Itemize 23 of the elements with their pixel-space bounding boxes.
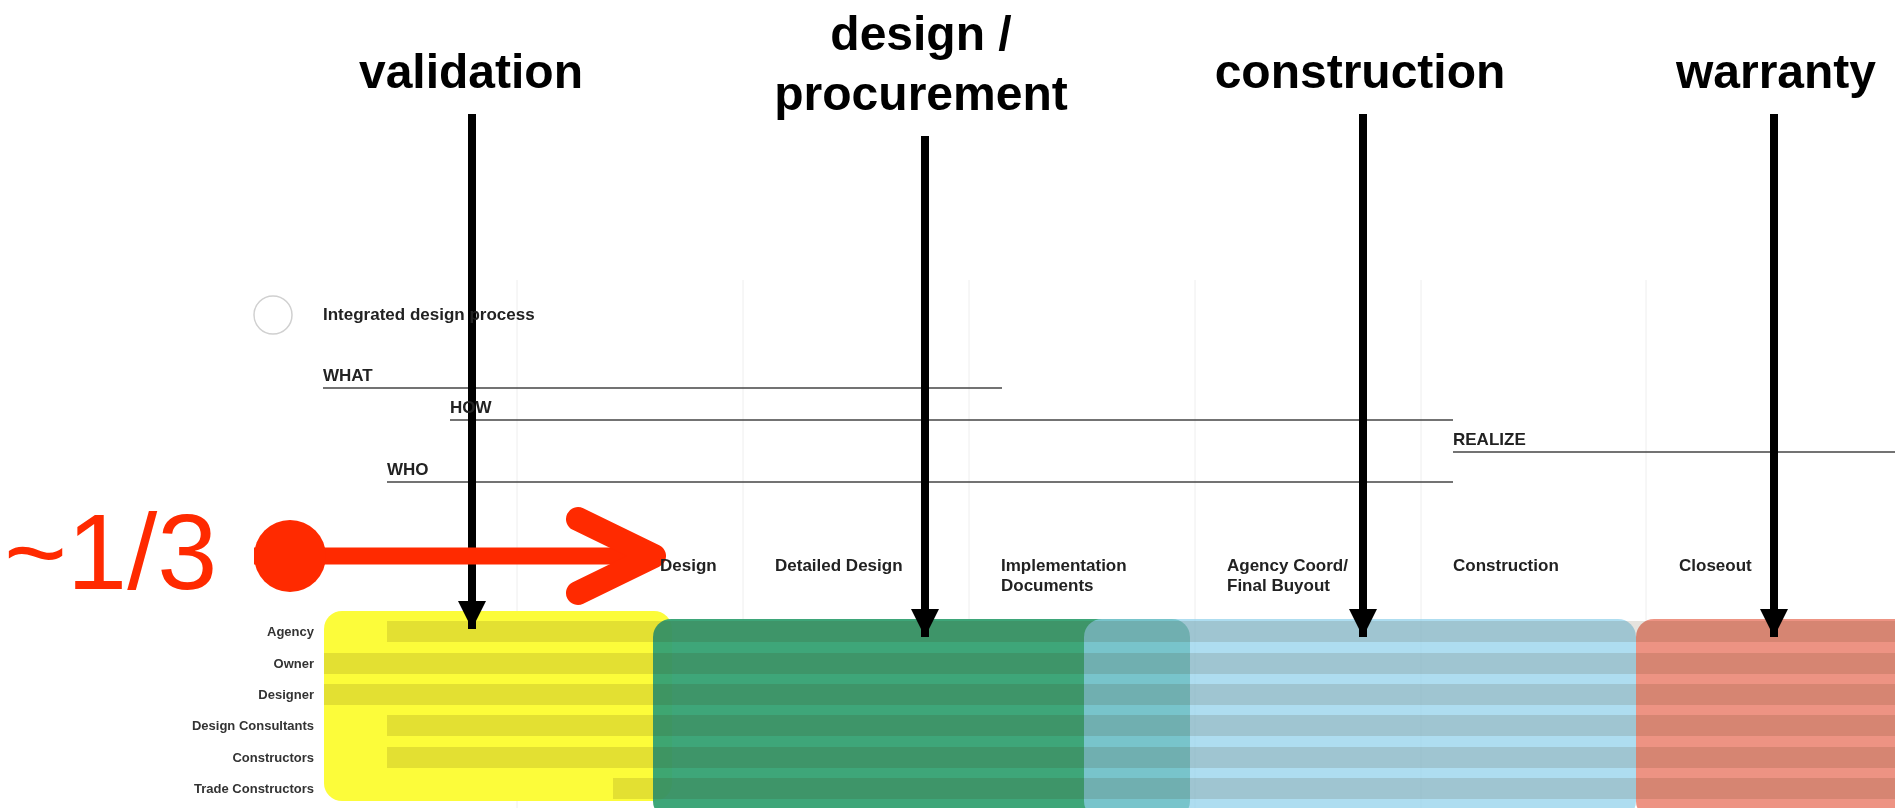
column-header: Design (660, 556, 722, 577)
row-label: Owner (272, 656, 314, 671)
row-label: Design Consultants (190, 718, 314, 733)
arrow (254, 507, 666, 605)
row-label: Constructors (231, 750, 314, 765)
phase-heading: validation (321, 42, 621, 102)
phase-label: WHO (387, 460, 429, 481)
phase-label: WHAT (323, 366, 373, 387)
column-header: Implementation Documents (1001, 556, 1128, 597)
row-label: Designer (257, 687, 314, 702)
callout-text: ~1/3 (4, 498, 252, 606)
phase-heading: construction (1200, 42, 1520, 102)
phase-block (1084, 619, 1636, 808)
row-label: Agency (266, 624, 314, 639)
phase-block (1636, 619, 1895, 808)
phase-heading: warranty (1662, 42, 1890, 102)
row-label: Trade Constructors (193, 781, 314, 796)
phase-heading: design / procurement (711, 4, 1131, 124)
column-header: Detailed Design (775, 556, 903, 577)
column-header: Construction (1453, 556, 1559, 577)
phase-label: REALIZE (1453, 430, 1526, 451)
column-header: Agency Coord/ Final Buyout (1227, 556, 1349, 597)
column-header: Closeout (1679, 556, 1752, 577)
